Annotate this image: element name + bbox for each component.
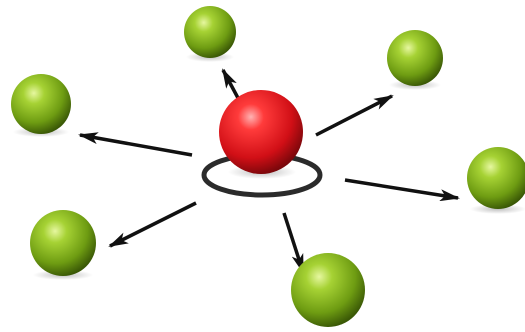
green-sphere-lower-left (30, 210, 96, 276)
satellite-upper-right (387, 30, 443, 90)
satellite-top (184, 6, 236, 62)
arrow-to-upper-right (316, 96, 392, 135)
arrow-to-right (345, 180, 458, 198)
arrow-to-left (80, 135, 192, 155)
arrow-to-lower-left (110, 203, 196, 246)
satellite-left (11, 74, 71, 137)
green-sphere-left (11, 74, 71, 134)
satellite-bottom (291, 253, 365, 327)
green-sphere-top (184, 6, 236, 58)
green-sphere-upper-right (387, 30, 443, 86)
green-sphere-bottom (291, 253, 365, 327)
arrow-to-top (223, 70, 238, 98)
green-sphere-right (467, 147, 525, 209)
satellite-right (467, 147, 525, 214)
central-red-sphere (219, 90, 303, 174)
arrow-to-bottom (284, 213, 303, 272)
satellite-lower-left (30, 210, 96, 280)
